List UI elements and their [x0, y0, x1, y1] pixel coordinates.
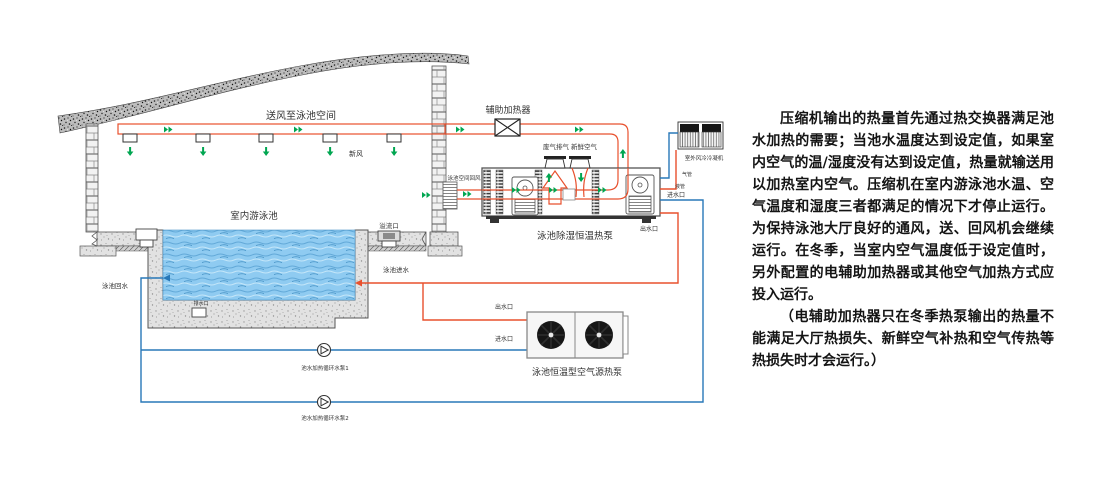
unit-fan-module — [511, 176, 539, 216]
label-dehum-unit: 泳池除湿恒温热泵 — [537, 230, 614, 242]
fresh-air-hood — [569, 156, 591, 169]
unit-foot — [642, 219, 651, 223]
description-paragraph-1: 压缩机输出的热量首先通过热交换器满足池水加热的需要；当池水温度达到设定值，如果室… — [752, 111, 1054, 303]
auxiliary-heater — [494, 118, 521, 137]
roof — [57, 52, 470, 134]
refrigerant-pipes — [660, 132, 678, 190]
diffuser — [195, 133, 211, 156]
label-return-air: 泳池空间回风 — [447, 174, 481, 182]
unit-fan-module — [625, 174, 655, 215]
air-source-heat-pump — [526, 311, 629, 359]
return-air-grille — [422, 181, 458, 210]
label-indoor-pool: 室内游泳池 — [230, 210, 278, 222]
label-overflow: 溢流口 — [379, 221, 399, 230]
diffuser — [258, 133, 274, 156]
label-aux-heater: 辅助加热器 — [485, 104, 530, 116]
label-fresh-air-note: 新风 — [349, 149, 363, 158]
diagram-canvas: 送风至泳池空间 新风 室内游泳池 溢流口 泳池空间回风 辅助加热器 废气排气 新… — [57, 52, 724, 422]
unit-base — [486, 216, 656, 219]
label-pool-supply: 泳池进水 — [383, 265, 410, 274]
label-condenser: 室外风冷冷凝机 — [685, 154, 724, 162]
label-dehum-inlet: 进水口 — [667, 191, 685, 199]
diffuser — [322, 133, 338, 156]
left-wall — [85, 123, 99, 233]
pool-water — [162, 229, 356, 301]
label-ashp-inlet: 进水口 — [495, 335, 513, 343]
label-drain: 排水口 — [193, 300, 208, 307]
fan-icon — [584, 320, 614, 350]
return-air-lines — [457, 189, 482, 200]
pool-supply-arrow-icon — [355, 279, 362, 287]
fresh-air-funnel — [571, 167, 589, 198]
drain-box — [191, 307, 207, 318]
supply-air-lines — [445, 123, 629, 168]
label-ashp-unit: 泳池恒温型空气源热泵 — [532, 366, 622, 378]
unit-internal-pipes — [482, 168, 629, 201]
fan-icon — [536, 320, 566, 350]
pump-icon-2 — [316, 394, 332, 410]
gas-pipe-line — [660, 150, 677, 190]
ceiling-diffusers — [122, 133, 402, 156]
diffuser — [386, 133, 402, 156]
label-liquid-pipe: 液管 — [675, 183, 685, 190]
label-ashp-outlet: 出水口 — [495, 303, 513, 311]
pump-icon-1 — [316, 342, 332, 358]
label-fresh-air-intake: 新鲜空气 — [571, 142, 598, 151]
label-dehum-outlet: 出水口 — [640, 225, 658, 233]
diffuser — [122, 133, 138, 156]
label-pump2: 池水加热循环水泵2 — [301, 414, 349, 422]
description-paragraph-2: （电辅助加热器只在冬季热泵输出的热量不能满足大厅热损失、新鲜空气补热和空气传热等… — [752, 309, 1054, 369]
unit-foot — [490, 219, 499, 223]
skimmer-box — [135, 228, 158, 248]
exhaust-hood — [544, 156, 566, 169]
overflow-box — [377, 230, 401, 248]
hot-water-pipes — [355, 212, 679, 321]
label-exhaust-air: 废气排气 — [543, 142, 570, 151]
label-pool-return: 泳池回水 — [102, 281, 129, 290]
label-supply-air: 送风至泳池空间 — [266, 109, 336, 122]
liquid-pipe-line — [660, 132, 678, 179]
label-pump1: 池水加热循环水泵1 — [301, 364, 349, 372]
dehumidifier-unit — [481, 156, 661, 223]
supply-air-duct — [117, 123, 446, 135]
label-gas-pipe: 气管 — [682, 171, 692, 178]
description-panel: 压缩机输出的热量首先通过热交换器满足池水加热的需要；当池水温度达到设定值，如果室… — [752, 108, 1054, 372]
outdoor-condenser — [677, 121, 724, 150]
exhaust-up-arrow-icon — [541, 169, 569, 205]
pool-return-arrow-icon — [163, 274, 170, 282]
cold-water-pipes — [140, 199, 704, 403]
